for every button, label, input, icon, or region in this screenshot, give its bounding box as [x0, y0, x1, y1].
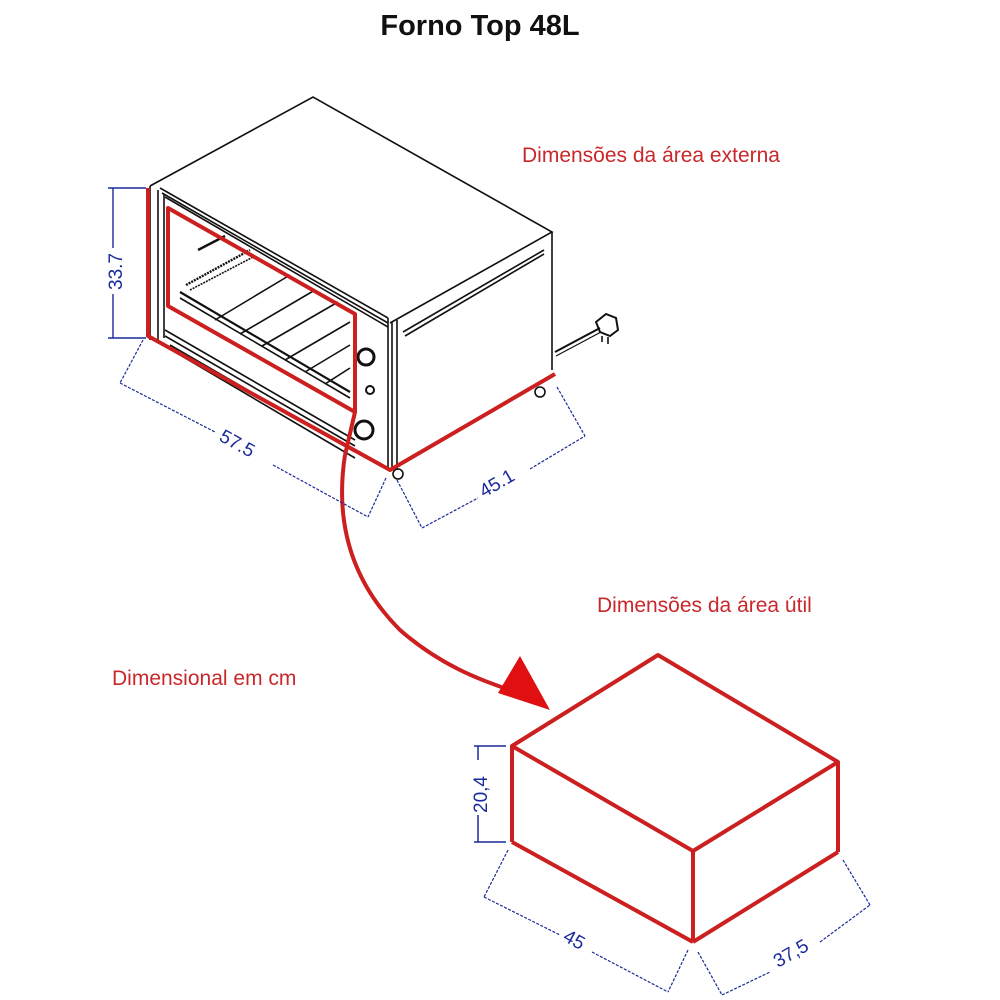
external-height-value: 33.7 — [106, 253, 127, 290]
external-area-label: Dimensões da área externa — [522, 144, 780, 167]
oven-illustration — [149, 96, 620, 480]
dim-external-width — [119, 339, 387, 518]
useful-area-box — [510, 653, 840, 944]
dim-useful-depth — [697, 859, 871, 996]
useful-depth-value: 37,5 — [770, 936, 813, 973]
external-area-highlight — [146, 188, 557, 472]
external-depth-value: 45.1 — [476, 466, 519, 503]
useful-area-label: Dimensões da área útil — [597, 594, 812, 617]
external-width-value: 57.5 — [216, 426, 259, 462]
flow-arrow — [340, 454, 550, 710]
dim-external-height — [108, 187, 146, 339]
useful-width-value: 45 — [560, 926, 589, 955]
arrow-head-icon — [498, 656, 550, 710]
useful-height-value: 20,4 — [471, 776, 492, 813]
dim-useful-width — [483, 849, 689, 993]
dim-useful-height — [474, 745, 506, 843]
dim-external-depth — [396, 386, 586, 529]
units-note-label: Dimensional em cm — [112, 667, 297, 690]
page-title: Forno Top 48L — [380, 10, 580, 42]
